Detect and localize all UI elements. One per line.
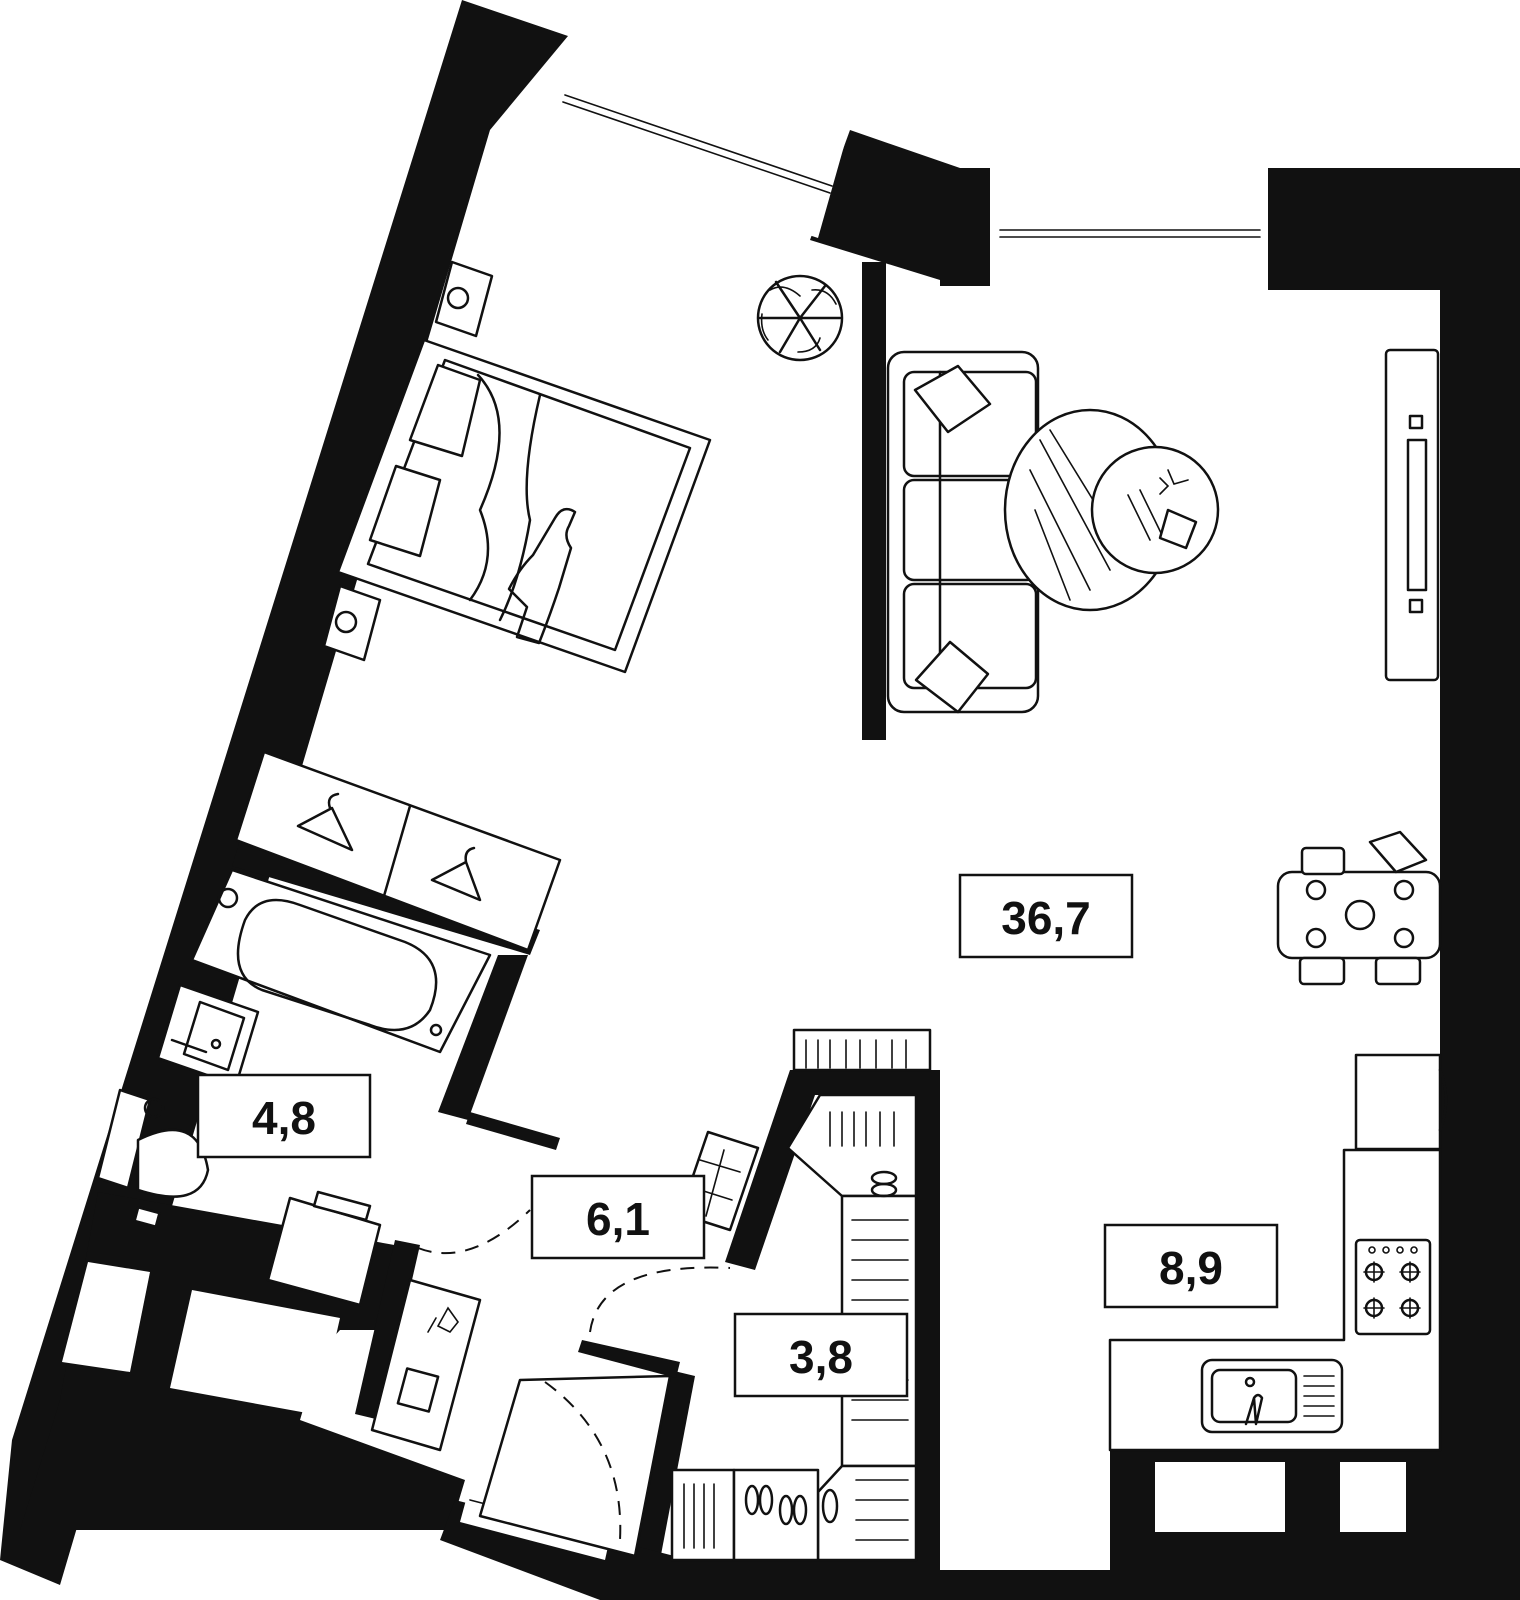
tv-icon <box>1384 348 1440 682</box>
coffee-table-icon <box>1003 408 1220 612</box>
area-value-wardrobe: 3,8 <box>789 1331 853 1383</box>
sink-icon <box>1200 1358 1344 1434</box>
washbasin-icon <box>156 983 260 1087</box>
bed-icon <box>322 260 712 674</box>
stove-icon <box>1354 1238 1432 1336</box>
area-label-kitchen: 8,9 <box>1103 1223 1279 1309</box>
kitchen-counter <box>1108 1148 1442 1452</box>
shoes-icon <box>744 1170 898 1526</box>
area-value-kitchen: 8,9 <box>1159 1242 1223 1294</box>
hanger-icon <box>296 792 354 852</box>
area-label-bathroom: 4,8 <box>196 1073 372 1159</box>
doors <box>417 1209 731 1558</box>
dining-table-icon <box>1276 830 1442 986</box>
toilet-icon <box>96 1088 210 1198</box>
area-label-wardrobe: 3,8 <box>733 1312 909 1398</box>
area-value-bathroom: 4,8 <box>252 1092 316 1144</box>
fridge-icon <box>1354 1053 1448 1151</box>
area-label-hallway: 6,1 <box>530 1174 706 1260</box>
sofa-icon <box>886 350 1040 714</box>
area-label-living: 36,7 <box>958 873 1134 959</box>
wardrobe-closet <box>234 750 562 952</box>
area-value-living: 36,7 <box>1001 892 1091 944</box>
bathtub-icon <box>190 868 492 1054</box>
area-value-hallway: 6,1 <box>586 1193 650 1245</box>
hall-partitions <box>466 1112 680 1378</box>
plant-icon <box>756 274 844 362</box>
washing-machine-icon <box>133 1190 382 1307</box>
hanger-icon <box>430 846 482 902</box>
hall-cabinet <box>370 1278 482 1452</box>
